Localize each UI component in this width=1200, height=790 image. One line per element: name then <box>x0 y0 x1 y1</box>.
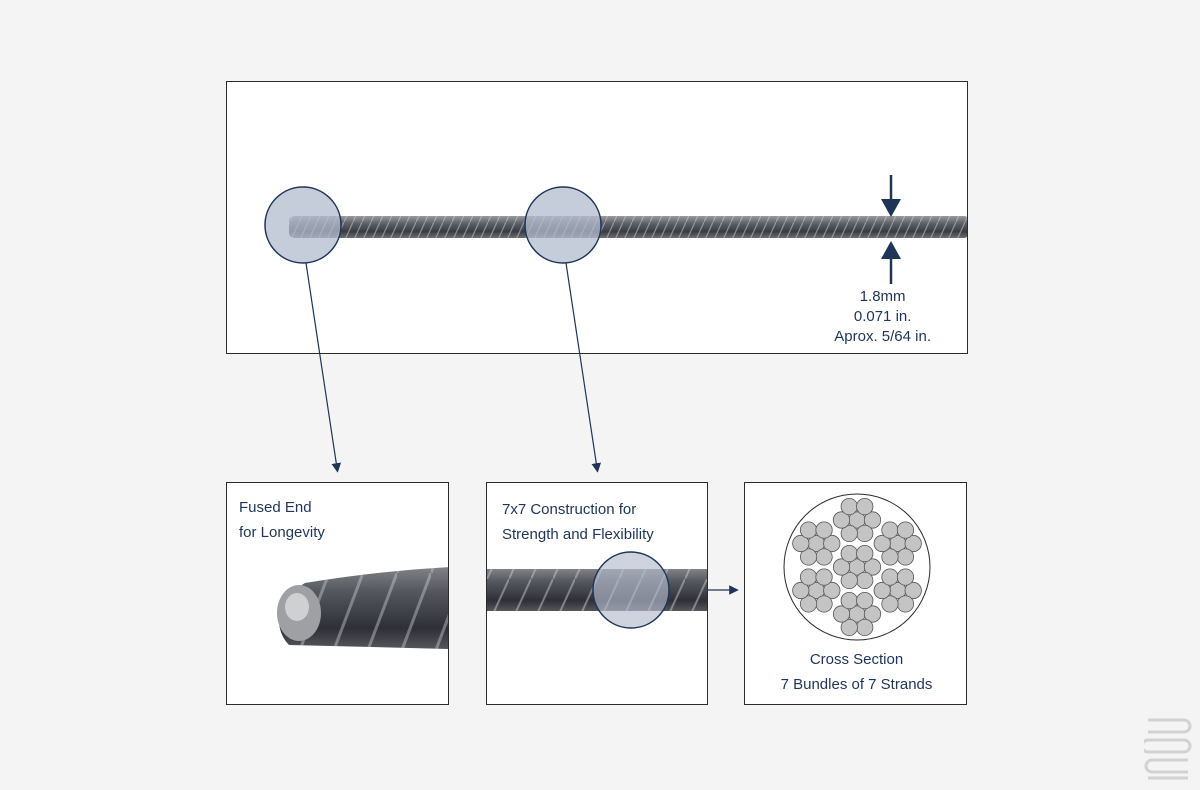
strand-bundle <box>873 568 922 613</box>
strand-bundle <box>832 497 882 543</box>
diameter-dimensions: 1.8mm 0.071 in. Aprox. 5/64 in. <box>834 287 931 347</box>
cross-section-panel: Cross Section 7 Bundles of 7 Strands <box>744 482 967 705</box>
dimension-inch: 0.071 in. <box>853 308 912 325</box>
strand <box>799 548 818 566</box>
cross-section-diagram <box>783 493 931 641</box>
fused-end-caption-line2: for Longevity <box>239 524 325 541</box>
strand <box>840 497 858 516</box>
construction-caption: 7x7 Construction for Strength and Flexib… <box>502 497 654 547</box>
cross-section-caption-line1: Cross Section <box>809 651 904 668</box>
strand <box>896 521 915 539</box>
brand-logo-icon <box>1144 718 1192 780</box>
dimension-fraction: Aprox. 5/64 in. <box>834 328 931 345</box>
fused-end-caption: Fused End for Longevity <box>239 495 325 545</box>
strand <box>896 595 915 613</box>
strand <box>840 544 858 563</box>
strand <box>873 581 891 600</box>
construction-caption-line1: 7x7 Construction for <box>502 501 637 518</box>
strand <box>873 534 891 553</box>
strand <box>792 581 810 600</box>
strand <box>799 521 818 539</box>
cable-overview-illustration <box>289 216 967 238</box>
strand <box>881 521 899 539</box>
strand <box>815 568 833 586</box>
strand <box>840 571 858 590</box>
cable-overview-panel: 1.8mm 0.071 in. Aprox. 5/64 in. <box>226 81 968 354</box>
strand <box>881 568 899 586</box>
construction-caption-line2: Strength and Flexibility <box>502 526 654 543</box>
cross-section-caption-line2: 7 Bundles of 7 Strands <box>780 676 933 693</box>
strand <box>832 558 851 576</box>
strand <box>799 568 818 586</box>
strand <box>799 595 818 613</box>
strand <box>856 618 874 637</box>
strand <box>856 524 874 543</box>
construction-panel: 7x7 Construction for Strength and Flexib… <box>486 482 708 705</box>
strand <box>904 581 922 600</box>
strand <box>856 591 874 610</box>
strand <box>815 521 833 539</box>
strand <box>856 497 874 516</box>
dimension-mm: 1.8mm <box>859 288 906 305</box>
strand <box>856 571 874 590</box>
strand <box>832 511 851 529</box>
strand <box>832 605 851 623</box>
strand-bundle <box>792 568 841 613</box>
construction-illustration <box>487 569 707 611</box>
strand <box>792 534 810 553</box>
fused-end-panel: Fused End for Longevity <box>226 482 449 705</box>
strand <box>881 548 899 566</box>
strand <box>881 595 899 613</box>
fused-end-caption-line1: Fused End <box>239 499 312 516</box>
strand <box>815 548 833 566</box>
cable-twist-texture <box>289 216 967 238</box>
cross-section-caption: Cross Section 7 Bundles of 7 Strands <box>745 647 966 697</box>
strand-bundle <box>873 521 922 566</box>
strand <box>896 568 915 586</box>
strand <box>863 558 882 576</box>
strand <box>815 595 833 613</box>
strand <box>896 548 915 566</box>
strand <box>856 544 874 563</box>
fused-cable-texture <box>278 567 448 649</box>
strand-bundle <box>792 521 841 566</box>
strand <box>904 534 922 553</box>
strand-bundle <box>832 591 882 637</box>
strand <box>863 511 882 529</box>
construction-cable-texture <box>487 569 707 611</box>
strand <box>840 524 858 543</box>
strand <box>823 581 841 600</box>
fused-end-illustration <box>277 567 448 649</box>
strand <box>840 618 858 637</box>
strand <box>840 591 858 610</box>
strand <box>863 605 882 623</box>
strand <box>823 534 841 553</box>
fused-tip-highlight <box>285 593 309 621</box>
strand-bundle <box>832 544 882 590</box>
